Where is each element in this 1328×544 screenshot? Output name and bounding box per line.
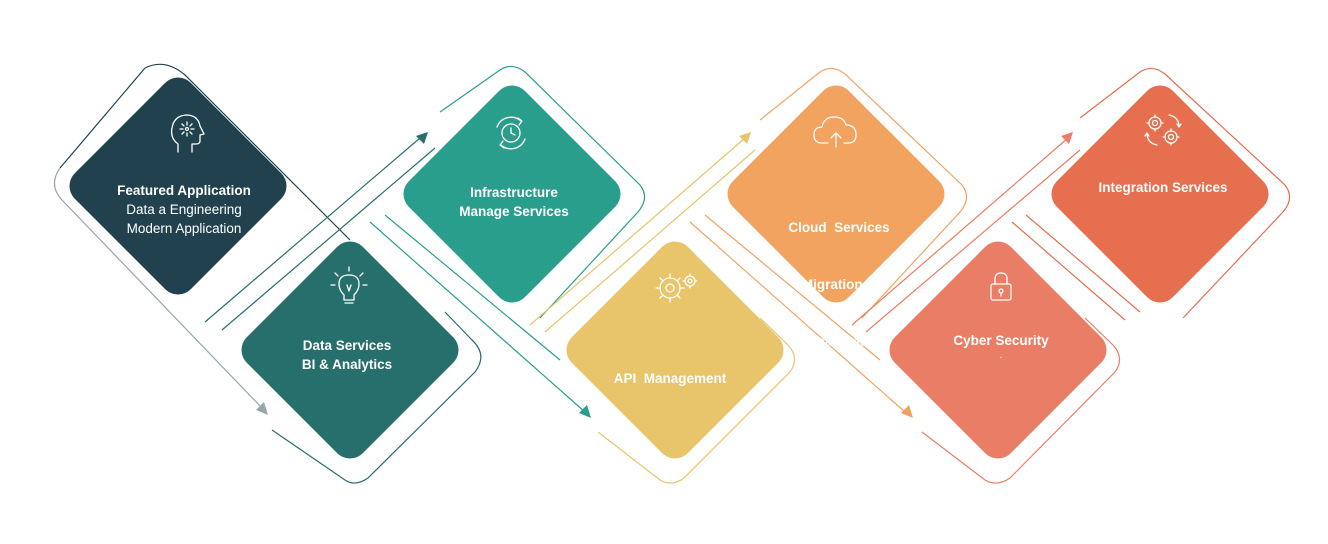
arrow-head — [739, 132, 751, 144]
label-line: Featured Application — [117, 183, 251, 198]
diamond-data-services — [241, 241, 459, 459]
label-api-management: API Management — [614, 331, 727, 426]
label-infrastructure: Infrastructure Manage Services — [459, 183, 569, 221]
arrow-head — [901, 405, 913, 418]
label-line: API Management — [613, 371, 727, 386]
lightbulb-icon — [330, 266, 368, 304]
clock-cycle-icon — [496, 116, 526, 150]
diamond-integration-services — [1051, 85, 1269, 303]
label-line: Migration & — [801, 277, 877, 292]
label-integration-services: Integration Services — [1098, 178, 1227, 197]
label-line: Manage Services — [459, 204, 569, 219]
gears-cycle-icon — [1144, 114, 1182, 146]
label-line: Management — [797, 334, 881, 349]
diamond-infrastructure — [403, 85, 621, 303]
label-line: Data a Engineering — [126, 202, 242, 217]
label-cloud-services: Cloud Services Migration & Management — [788, 180, 889, 389]
label-line: . — [999, 350, 1003, 361]
label-line: Data Services — [302, 338, 392, 353]
cloud-upload-icon — [813, 116, 857, 148]
label-line: Infrastructure — [470, 185, 558, 200]
arrow-head — [579, 405, 591, 418]
diamond-cyber-security — [889, 241, 1107, 459]
label-line: Cloud Services — [788, 220, 890, 235]
head-brain-icon — [170, 114, 205, 153]
label-data-services: Data Services BI & Analytics — [302, 336, 392, 374]
arrow-head — [256, 402, 268, 415]
label-cyber-security: Cyber Security . — [953, 331, 1048, 362]
lock-icon — [990, 272, 1012, 301]
label-line: Cyber Security — [953, 333, 1049, 348]
label-line: Integration Services — [1098, 180, 1228, 195]
diamond-cloud-services — [727, 85, 945, 303]
diamond-api-management — [566, 241, 784, 459]
arrow-head — [1061, 132, 1073, 144]
label-line: BI & Analytics — [301, 357, 393, 372]
gears-icon — [655, 273, 698, 303]
diamond-featured-application — [69, 77, 287, 295]
label-line: Modern Application — [126, 221, 242, 236]
label-featured-application: Featured Application Data a Engineering … — [117, 181, 251, 238]
arrow-head — [416, 132, 428, 144]
